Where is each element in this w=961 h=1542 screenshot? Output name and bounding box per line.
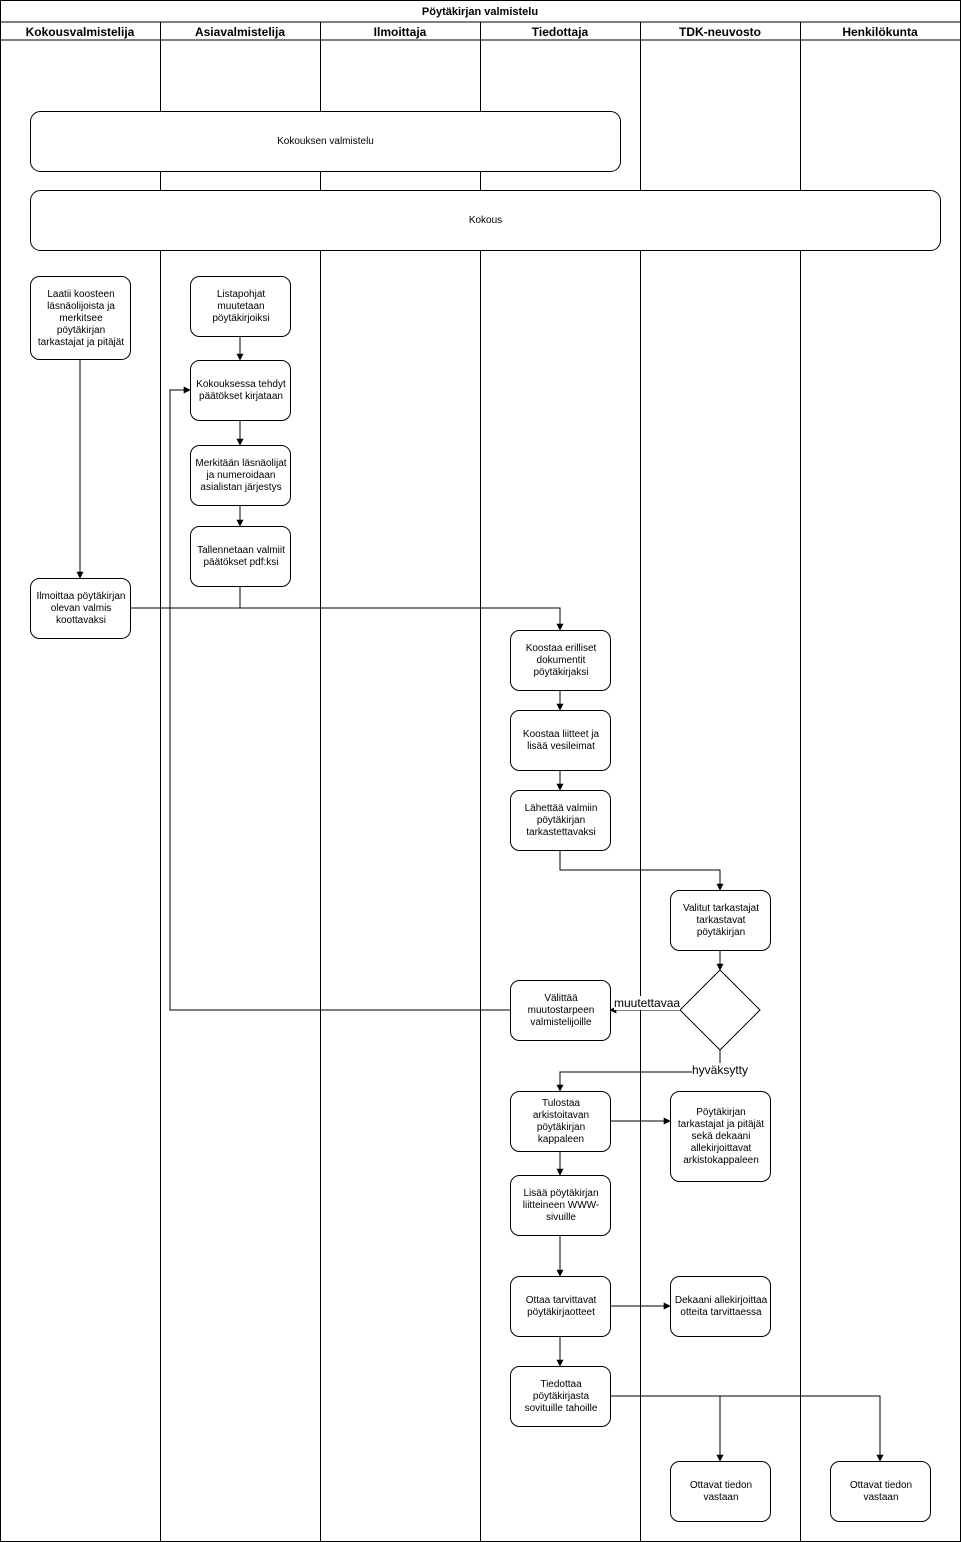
lane-header-kokousvalmistelija: Kokousvalmistelija	[26, 25, 135, 39]
mark-attendees-box	[190, 445, 291, 506]
lane-header-ilmoittaja: Ilmoittaja	[374, 25, 427, 39]
take-extracts-box	[510, 1276, 611, 1337]
reviewers-check-box	[670, 890, 771, 951]
attachments-box	[510, 710, 611, 771]
lane-header-asiavalmistelija: Asiavalmistelija	[195, 25, 285, 39]
compile-attendance-box	[30, 276, 131, 360]
edge-label-changes: muutettavaa	[614, 996, 681, 1010]
lane-dividers	[160, 22, 801, 1542]
save-pdf-box	[190, 526, 291, 587]
send-review-box	[510, 790, 611, 851]
add-web-box	[510, 1175, 611, 1236]
receive-staff-box	[830, 1461, 931, 1522]
edge-label-approved: hyväksytty	[692, 1063, 749, 1077]
approval-decision-diamond	[679, 969, 761, 1051]
meeting-box	[30, 190, 941, 251]
lane-header-tdk-neuvosto: TDK-neuvosto	[679, 25, 761, 39]
sign-archive-box	[670, 1091, 771, 1182]
connectors	[76, 336, 884, 1462]
notify-ready-box	[30, 578, 131, 639]
dean-signs-box	[670, 1276, 771, 1337]
receive-tdk-box	[670, 1461, 771, 1522]
assemble-box	[510, 630, 611, 691]
pool-title: Pöytäkirjan valmistelu	[422, 6, 538, 18]
lane-header-henkilokunta: Henkilökunta	[842, 25, 918, 39]
templates-box	[190, 276, 291, 337]
inform-box	[510, 1366, 611, 1427]
print-archive-box	[510, 1091, 611, 1152]
prep-box	[30, 111, 621, 172]
forward-changes-box	[510, 980, 611, 1041]
record-decisions-box	[190, 360, 291, 421]
lane-header-tiedottaja: Tiedottaja	[532, 25, 589, 39]
